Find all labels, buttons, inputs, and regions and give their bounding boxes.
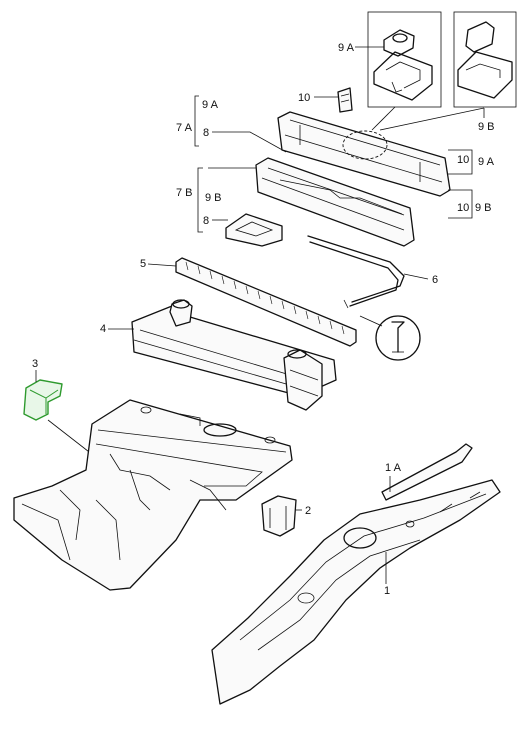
label-7b: 7 B [176, 187, 193, 199]
part-5-weatherstrip[interactable] [175, 257, 357, 347]
rear-floor-assembly[interactable] [13, 399, 293, 591]
seal-section-callout[interactable] [359, 315, 421, 361]
bracket-10-9a [448, 149, 473, 175]
leader-5 [147, 263, 177, 267]
cowl-panel-lower[interactable] [255, 157, 415, 247]
label-9b-top: 9 B [478, 121, 495, 133]
label-1a: 1 A [385, 462, 402, 474]
part-8-bracket[interactable] [225, 213, 283, 247]
label-8-a: 8 [203, 127, 209, 139]
part-10-clip[interactable] [337, 87, 353, 113]
label-10-9a-suffix: 9 A [478, 156, 495, 168]
label-8-b: 8 [203, 215, 209, 227]
bracket-7b [197, 167, 203, 233]
detail-box-9b[interactable] [453, 11, 517, 108]
label-5: 5 [140, 258, 146, 270]
part-2-bracket[interactable] [261, 495, 297, 537]
label-3: 3 [32, 358, 38, 370]
bracket-10-9b [448, 189, 473, 219]
part-4-rear-panel[interactable] [131, 299, 337, 411]
label-7a: 7 A [176, 122, 193, 134]
label-10-9b-num: 10 [457, 202, 469, 214]
label-9a-top: 9 A [338, 42, 355, 54]
leader-detail-right [379, 107, 485, 131]
label-1: 1 [384, 585, 390, 597]
label-4: 4 [100, 323, 106, 335]
leader-7a [212, 131, 287, 153]
label-10-top: 10 [298, 92, 310, 104]
label-10-9b-suffix: 9 B [475, 202, 492, 214]
label-2: 2 [305, 505, 311, 517]
label-10-9a-num: 10 [457, 154, 469, 166]
part-3-highlighted-bracket[interactable] [23, 379, 63, 421]
label-6: 6 [432, 274, 438, 286]
label-9b-group: 9 B [205, 192, 222, 204]
label-9a-group: 9 A [202, 99, 219, 111]
detail-callout-circle [342, 130, 388, 160]
leader-6 [403, 273, 429, 280]
part-1-side-member[interactable] [211, 479, 501, 705]
detail-box-9a[interactable] [367, 11, 442, 108]
part-1a-strip[interactable] [381, 443, 473, 501]
bracket-7a [194, 95, 199, 147]
part-6-seal[interactable] [307, 235, 405, 309]
leader-detail-left [371, 106, 396, 131]
